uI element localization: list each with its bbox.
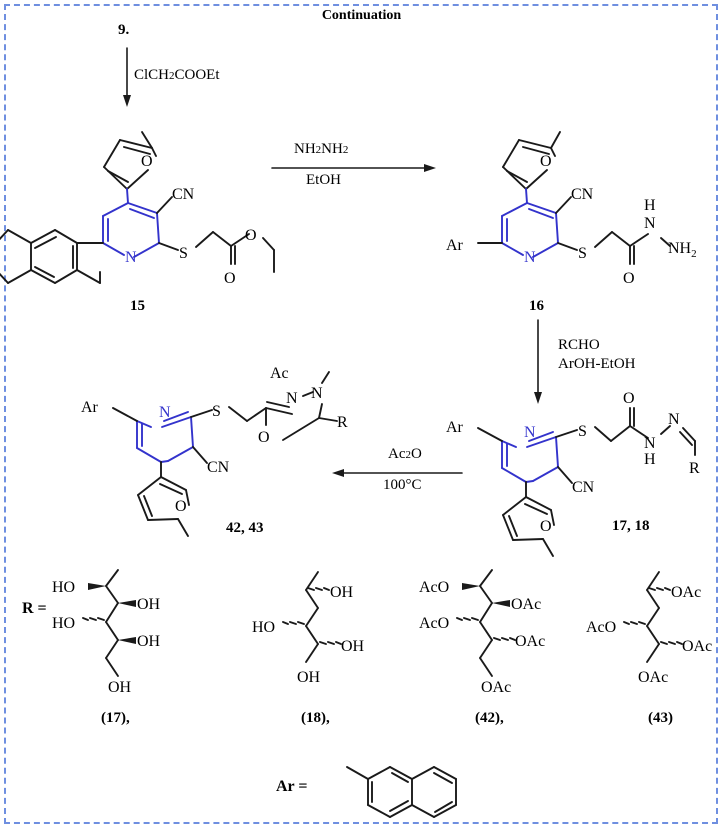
r42-oac-1: AcO [419,579,449,596]
r43-oac-1: OAc [671,584,701,601]
atom-cn-1718: CN [572,479,595,496]
atom-nh2-16: NH2 [668,240,697,260]
page-title: Continuation [321,8,402,23]
atom-ar-16: Ar [446,237,464,254]
atom-s-4243: S [212,403,221,420]
atom-r-1718: R [689,460,700,477]
atom-o-carbonyl-16: O [623,270,635,287]
atom-cn-16: CN [571,186,594,203]
atom-ac-oxadiazoline: Ac [270,365,289,382]
ar-equals-label: Ar = [276,778,308,795]
atom-n-pyridine-4243: N [159,404,171,421]
r42-oac-2: OAc [511,596,541,613]
atom-s-16: S [578,245,587,262]
caption-r-43: (43) [648,710,673,726]
atom-cn-4243: CN [207,459,230,476]
atom-o-furan-15: O [141,153,153,170]
label-compound-15: 15 [130,298,145,314]
reagent-100c: 100°C [383,477,422,493]
r-equals-label: R = [22,600,47,617]
r43-oac-3: OAc [682,638,712,655]
step-number: 9. [118,22,130,38]
r18-oh-4: OH [297,669,321,686]
atom-n-hydrazone-1718: N [644,435,656,452]
reagent-ac2o: Ac2O [388,446,422,462]
r17-oh-1: HO [52,579,75,596]
r43-oac-2: AcO [586,619,616,636]
r17-oh-5: OH [108,679,132,696]
r17-oh-2: OH [137,596,161,613]
atom-o-ester-15: O [245,227,257,244]
reagent-rcho: RCHO [558,337,600,353]
atom-n-pyridine-16: N [524,249,536,266]
r18-oh-3: OH [341,638,365,655]
atom-h-hydrazone-1718: H [644,451,656,468]
r43-oac-4: OAc [638,669,668,686]
atom-ar-4243: Ar [81,399,99,416]
reagent-etoh: EtOH [306,172,341,188]
atom-n-hydrazide-16: N [644,215,656,232]
r42-oac-4: OAc [515,633,545,650]
label-compound-16: 16 [529,298,544,314]
label-compound-17-18: 17, 18 [612,518,650,534]
atom-n-pyridine-1718: N [524,424,536,441]
caption-r-18: (18), [301,710,330,726]
r18-oh-2: HO [252,619,275,636]
r17-oh-4: OH [137,633,161,650]
atom-ar-1718: Ar [446,419,464,436]
atom-n-imine-1718: N [668,411,680,428]
atom-n2-oxadiazoline: N [311,385,323,402]
atom-o-carbonyl-1718: O [623,390,635,407]
atom-o-furan-16: O [540,153,552,170]
reagent-nh2nh2: NH2NH2 [294,141,349,157]
caption-r-42: (42), [475,710,504,726]
atom-n-pyridine-15: N [125,249,137,266]
label-compound-42-43: 42, 43 [226,520,264,536]
atom-s-15: S [179,245,188,262]
caption-r-17: (17), [101,710,130,726]
atom-h-hydrazide-16: H [644,197,656,214]
atom-r-4243: R [337,414,348,431]
atom-o-furan-4243: O [175,498,187,515]
reagent-aroh-etoh: ArOH-EtOH [558,356,636,372]
atom-o-oxadiazoline: O [258,429,270,446]
r42-oac-3: AcO [419,615,449,632]
atom-o-furan-1718: O [540,518,552,535]
r42-oac-5: OAc [481,679,511,696]
atom-n1-oxadiazoline: N [286,390,298,407]
atom-cn-15: CN [172,186,195,203]
r18-oh-1: OH [330,584,354,601]
reagent-chlch2cooet: ClCH2COOEt [134,67,220,83]
r17-oh-3: HO [52,615,75,632]
atom-o-carbonyl-15: O [224,270,236,287]
atom-s-1718: S [578,423,587,440]
